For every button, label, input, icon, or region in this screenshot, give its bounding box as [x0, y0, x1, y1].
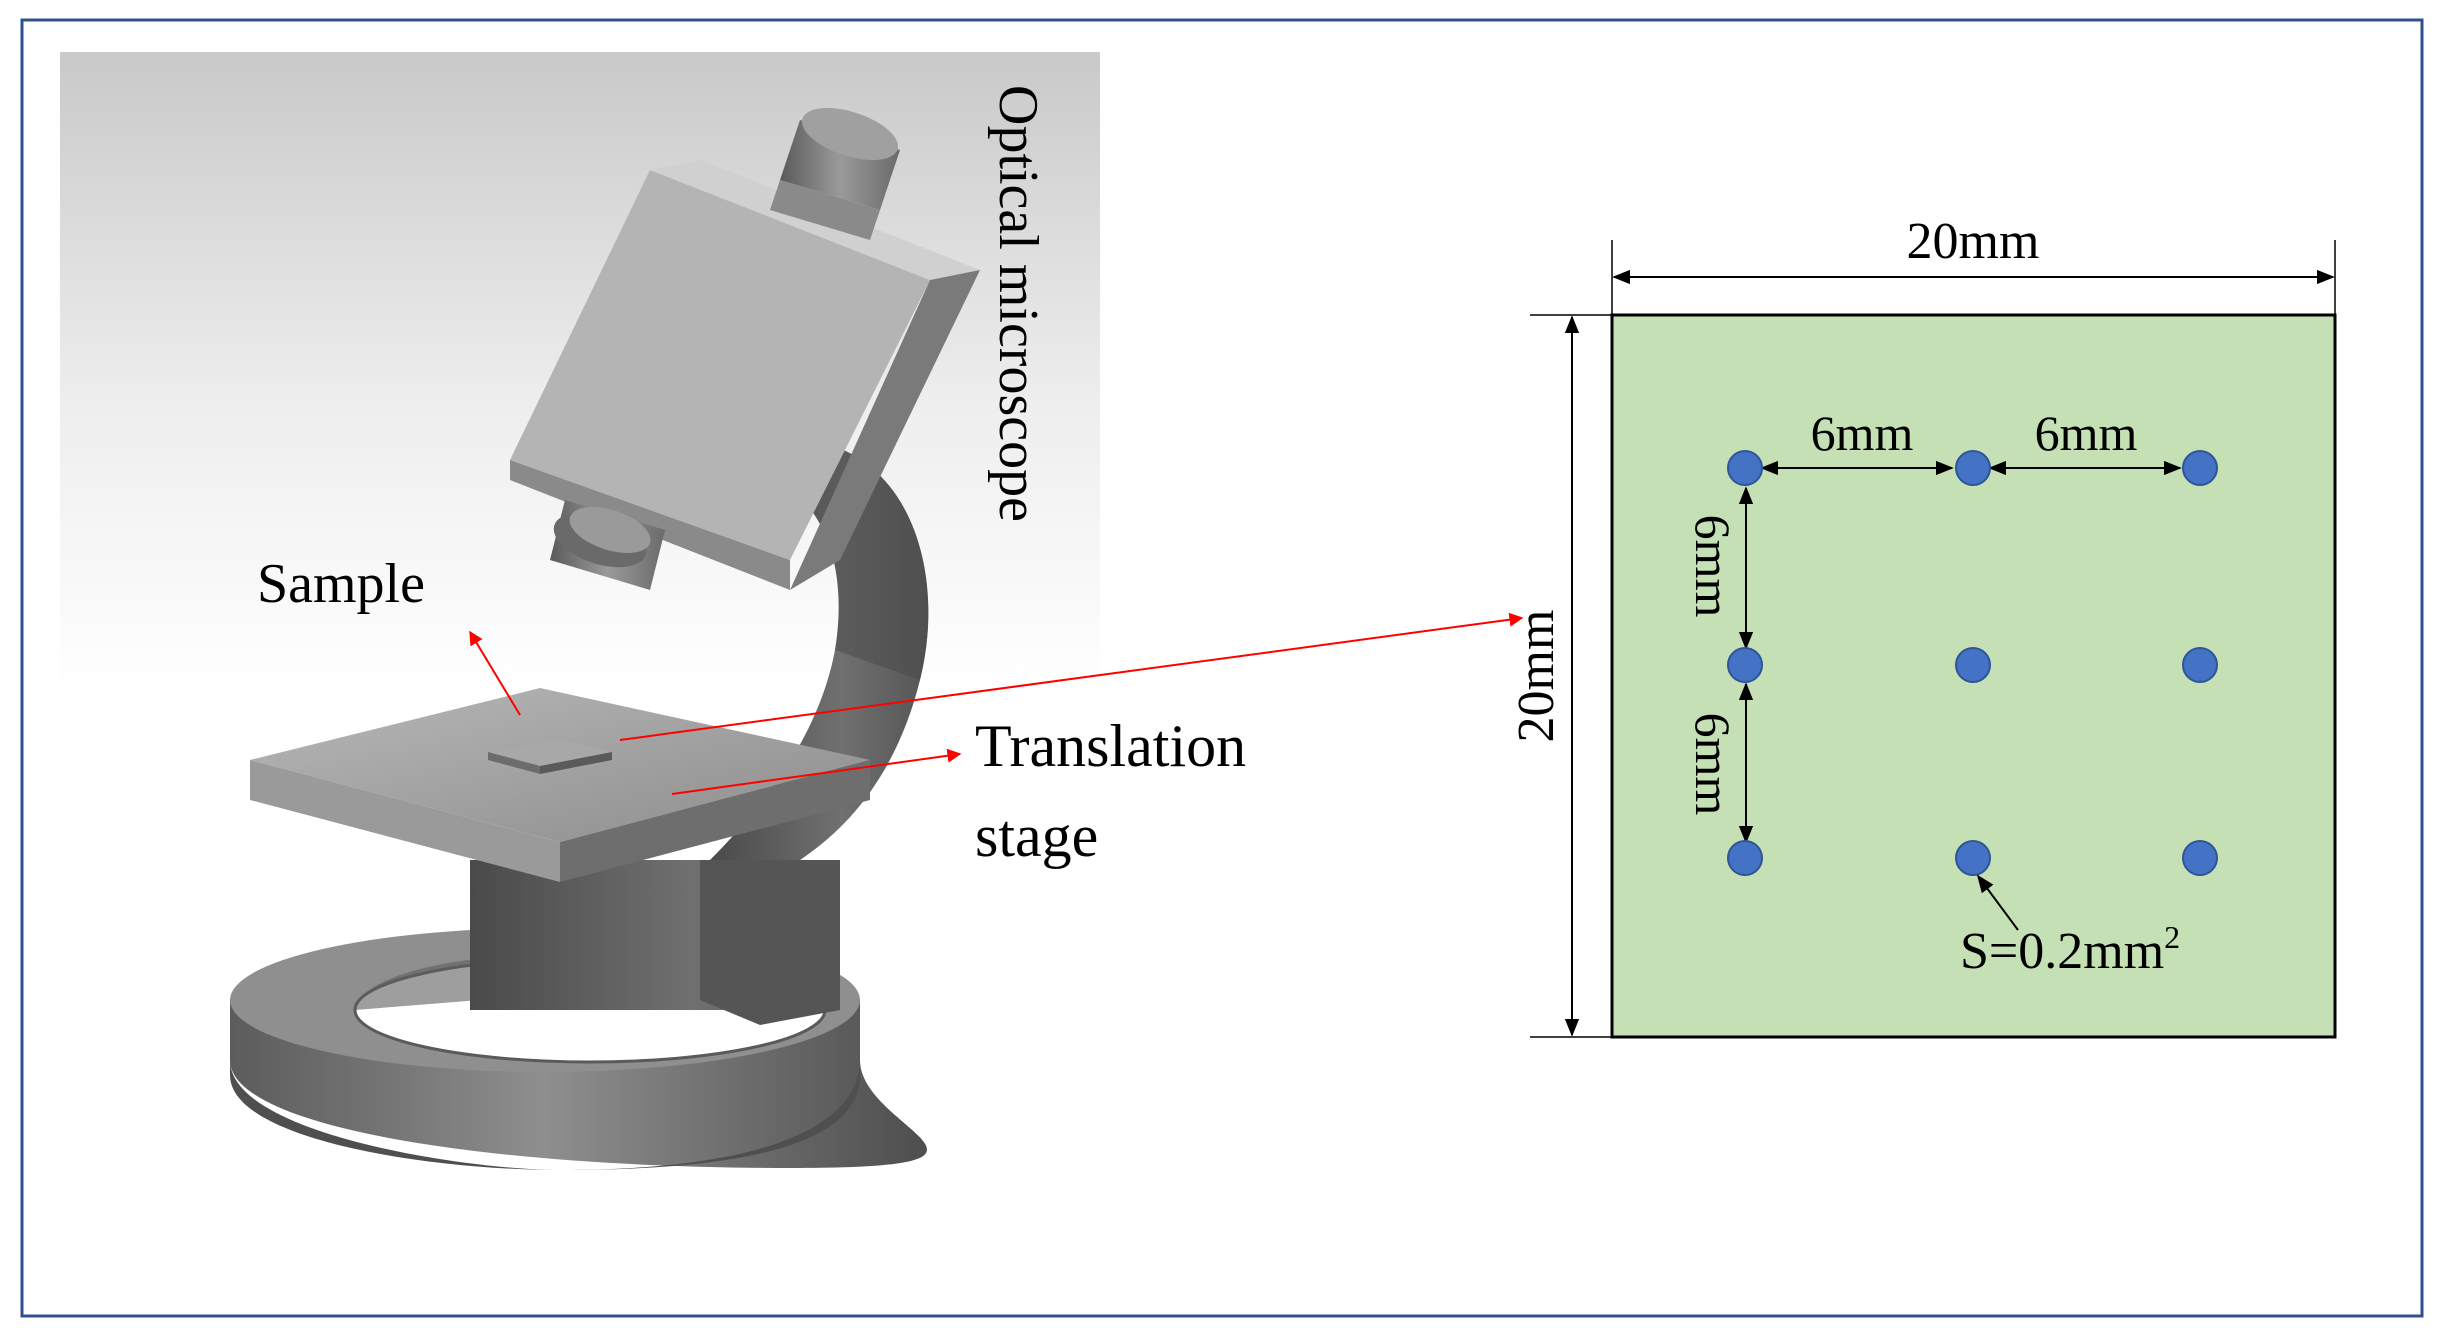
measurement-point: [1727, 647, 1763, 683]
measurement-point: [1727, 840, 1763, 876]
stage-callout-arrow: [671, 748, 962, 795]
stage-label-line2: stage: [975, 803, 1098, 869]
sample-label: Sample: [257, 553, 425, 615]
sample-map: 20mm 20mm 6mm 6mm 6mm 6mm S=0.2mm2: [1508, 213, 2337, 1039]
measurement-point: [1955, 840, 1991, 876]
spacing-v1-label: 6mm: [1685, 515, 1741, 618]
spacing-h2-label: 6mm: [2035, 405, 2138, 461]
spacing-h1-label: 6mm: [1811, 405, 1914, 461]
height-dimension-label: 20mm: [1508, 610, 1565, 743]
measurement-point: [2182, 450, 2218, 486]
area-label-text: S=0.2mm: [1960, 923, 2164, 980]
area-label-superscript: 2: [2164, 919, 2180, 955]
zoom-callout-arrow: [619, 612, 1524, 741]
microscope-label: Optical microscope: [987, 85, 1049, 522]
objective-lens: [550, 500, 665, 590]
area-pointer-arrow: [1976, 874, 2019, 931]
sample-callout-arrow: [469, 630, 521, 716]
microscope-head: [510, 160, 980, 590]
measurement-point: [1955, 450, 1991, 486]
microscope-illustration: Optical microscope Sample Translation st…: [60, 52, 1524, 1170]
width-dimension-label: 20mm: [1907, 213, 2040, 270]
measurement-point: [1955, 647, 1991, 683]
measurement-point: [2182, 647, 2218, 683]
area-label: S=0.2mm2: [1960, 919, 2180, 980]
measurement-point: [1727, 450, 1763, 486]
measurement-point: [2182, 840, 2218, 876]
measurement-points: [1727, 450, 2218, 876]
spacing-v2-label: 6mm: [1685, 713, 1741, 816]
stage-label-line1: Translation: [975, 713, 1246, 779]
eyepiece: [770, 107, 900, 240]
sample-chip: [488, 740, 612, 774]
